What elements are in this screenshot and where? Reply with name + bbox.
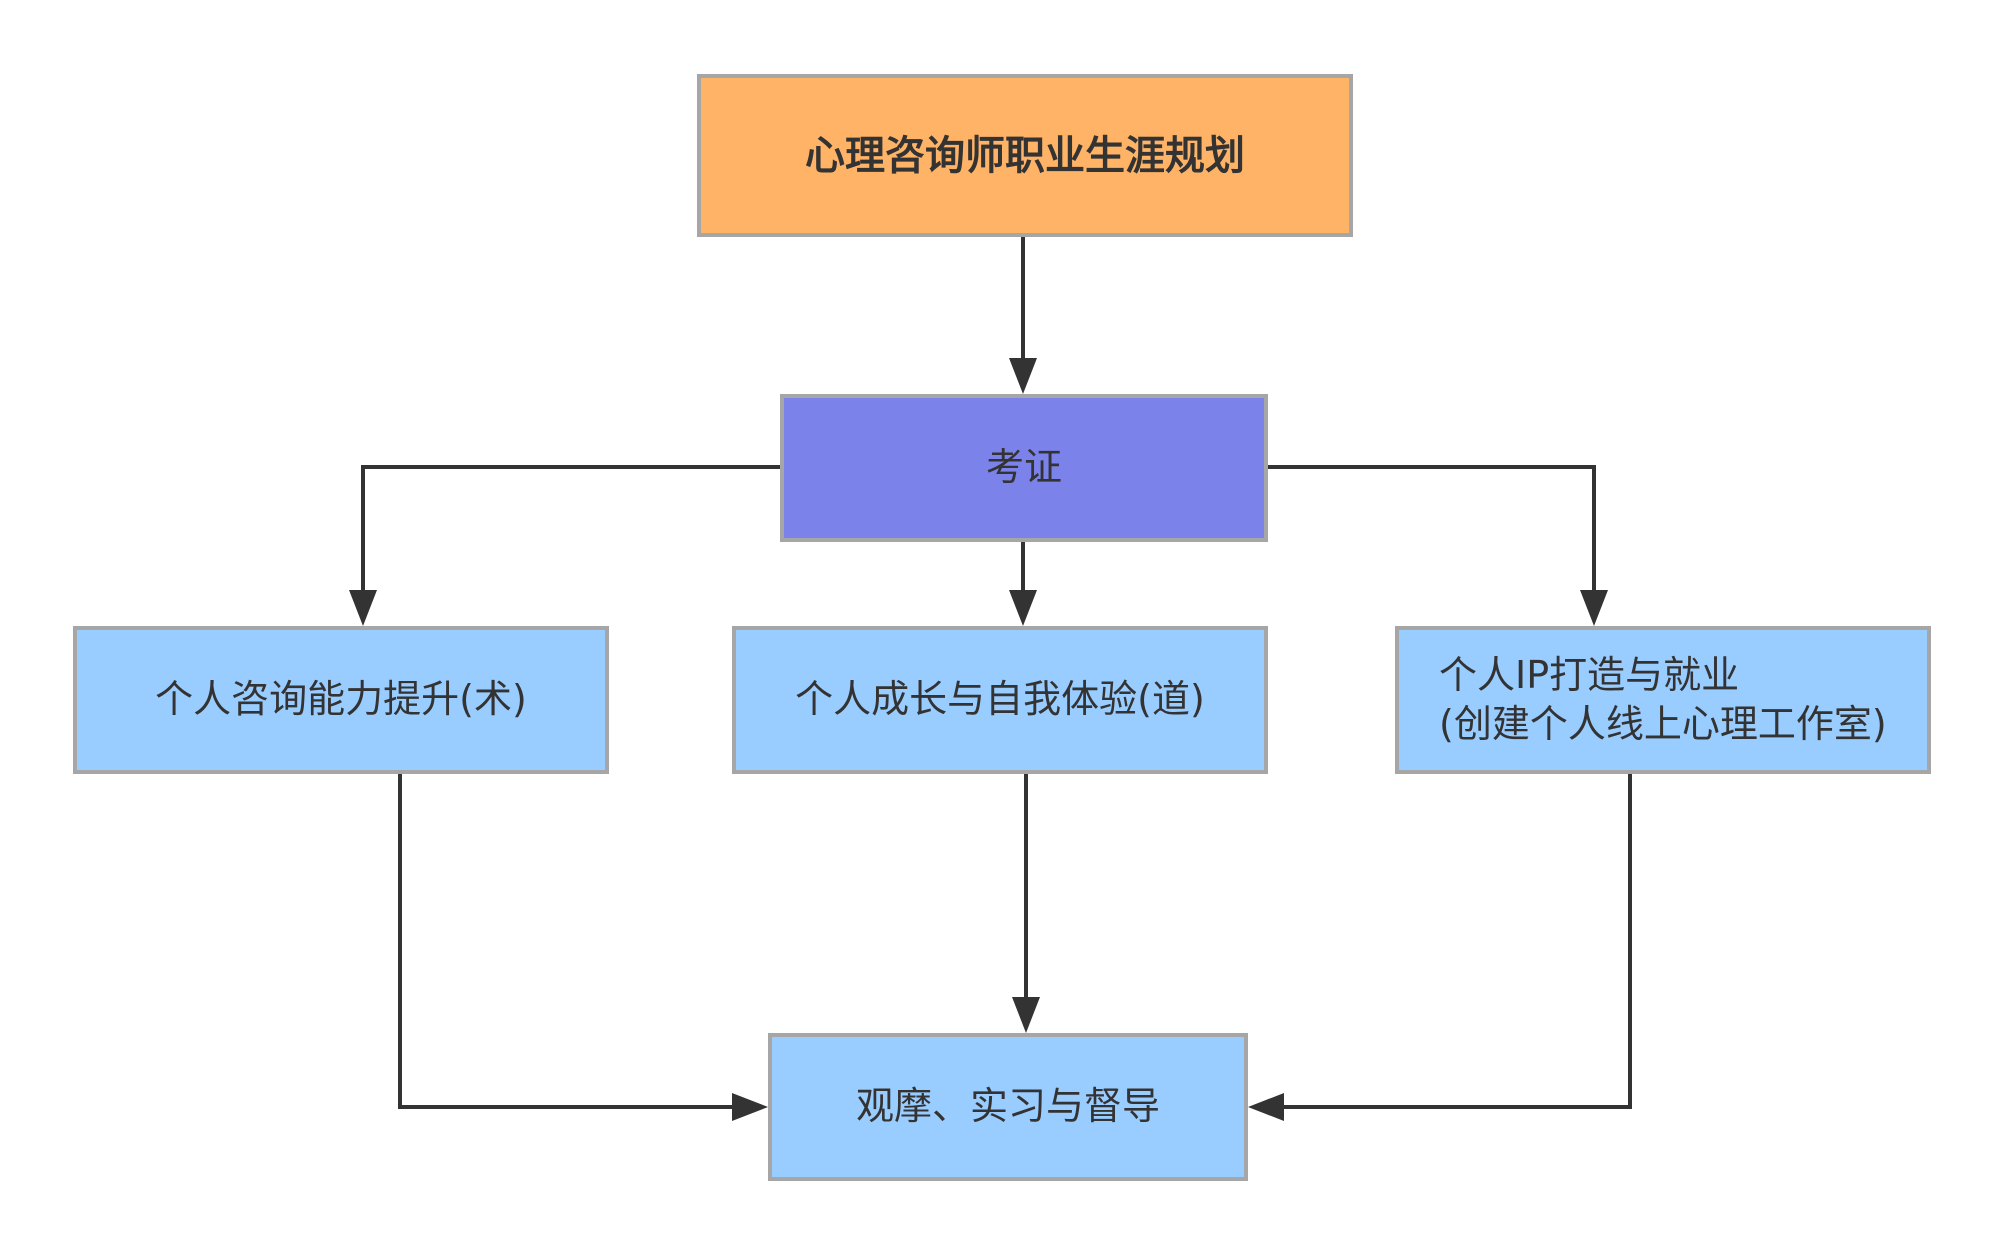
node-practice-supervision[interactable]: 观摩、实习与督导 [768,1033,1248,1181]
node-personal-ip-line2: (创建个人线上心理工作室) [1439,702,1887,746]
node-career-plan[interactable]: 心理咨询师职业生涯规划 [697,74,1353,237]
node-practice-supervision-label: 观摩、实习与督导 [855,1084,1160,1129]
edge-ip-to-practice [1248,774,1632,1121]
node-personal-ip-text: 个人IP打造与就业 (创建个人线上心理工作室) [1439,651,1887,750]
edge-cert-to-skill [349,465,780,626]
edge-skill-to-practice [398,774,768,1121]
node-certification-label: 考证 [985,445,1062,490]
node-personal-growth[interactable]: 个人成长与自我体验(道) [732,626,1268,774]
edge-cert-to-ip [1268,465,1608,626]
node-counseling-skill[interactable]: 个人咨询能力提升(术) [73,626,609,774]
edge-root-to-cert [1009,237,1037,394]
node-personal-ip[interactable]: 个人IP打造与就业 (创建个人线上心理工作室) [1395,626,1931,774]
node-personal-growth-label: 个人成长与自我体验(道) [795,677,1205,722]
node-certification[interactable]: 考证 [780,394,1268,542]
node-personal-ip-line1: 个人IP打造与就业 [1439,652,1740,697]
node-career-plan-label: 心理咨询师职业生涯规划 [805,132,1245,179]
edge-cert-to-growth [1009,542,1037,626]
edge-growth-to-practice [1012,774,1040,1033]
node-counseling-skill-label: 个人咨询能力提升(术) [155,677,527,722]
